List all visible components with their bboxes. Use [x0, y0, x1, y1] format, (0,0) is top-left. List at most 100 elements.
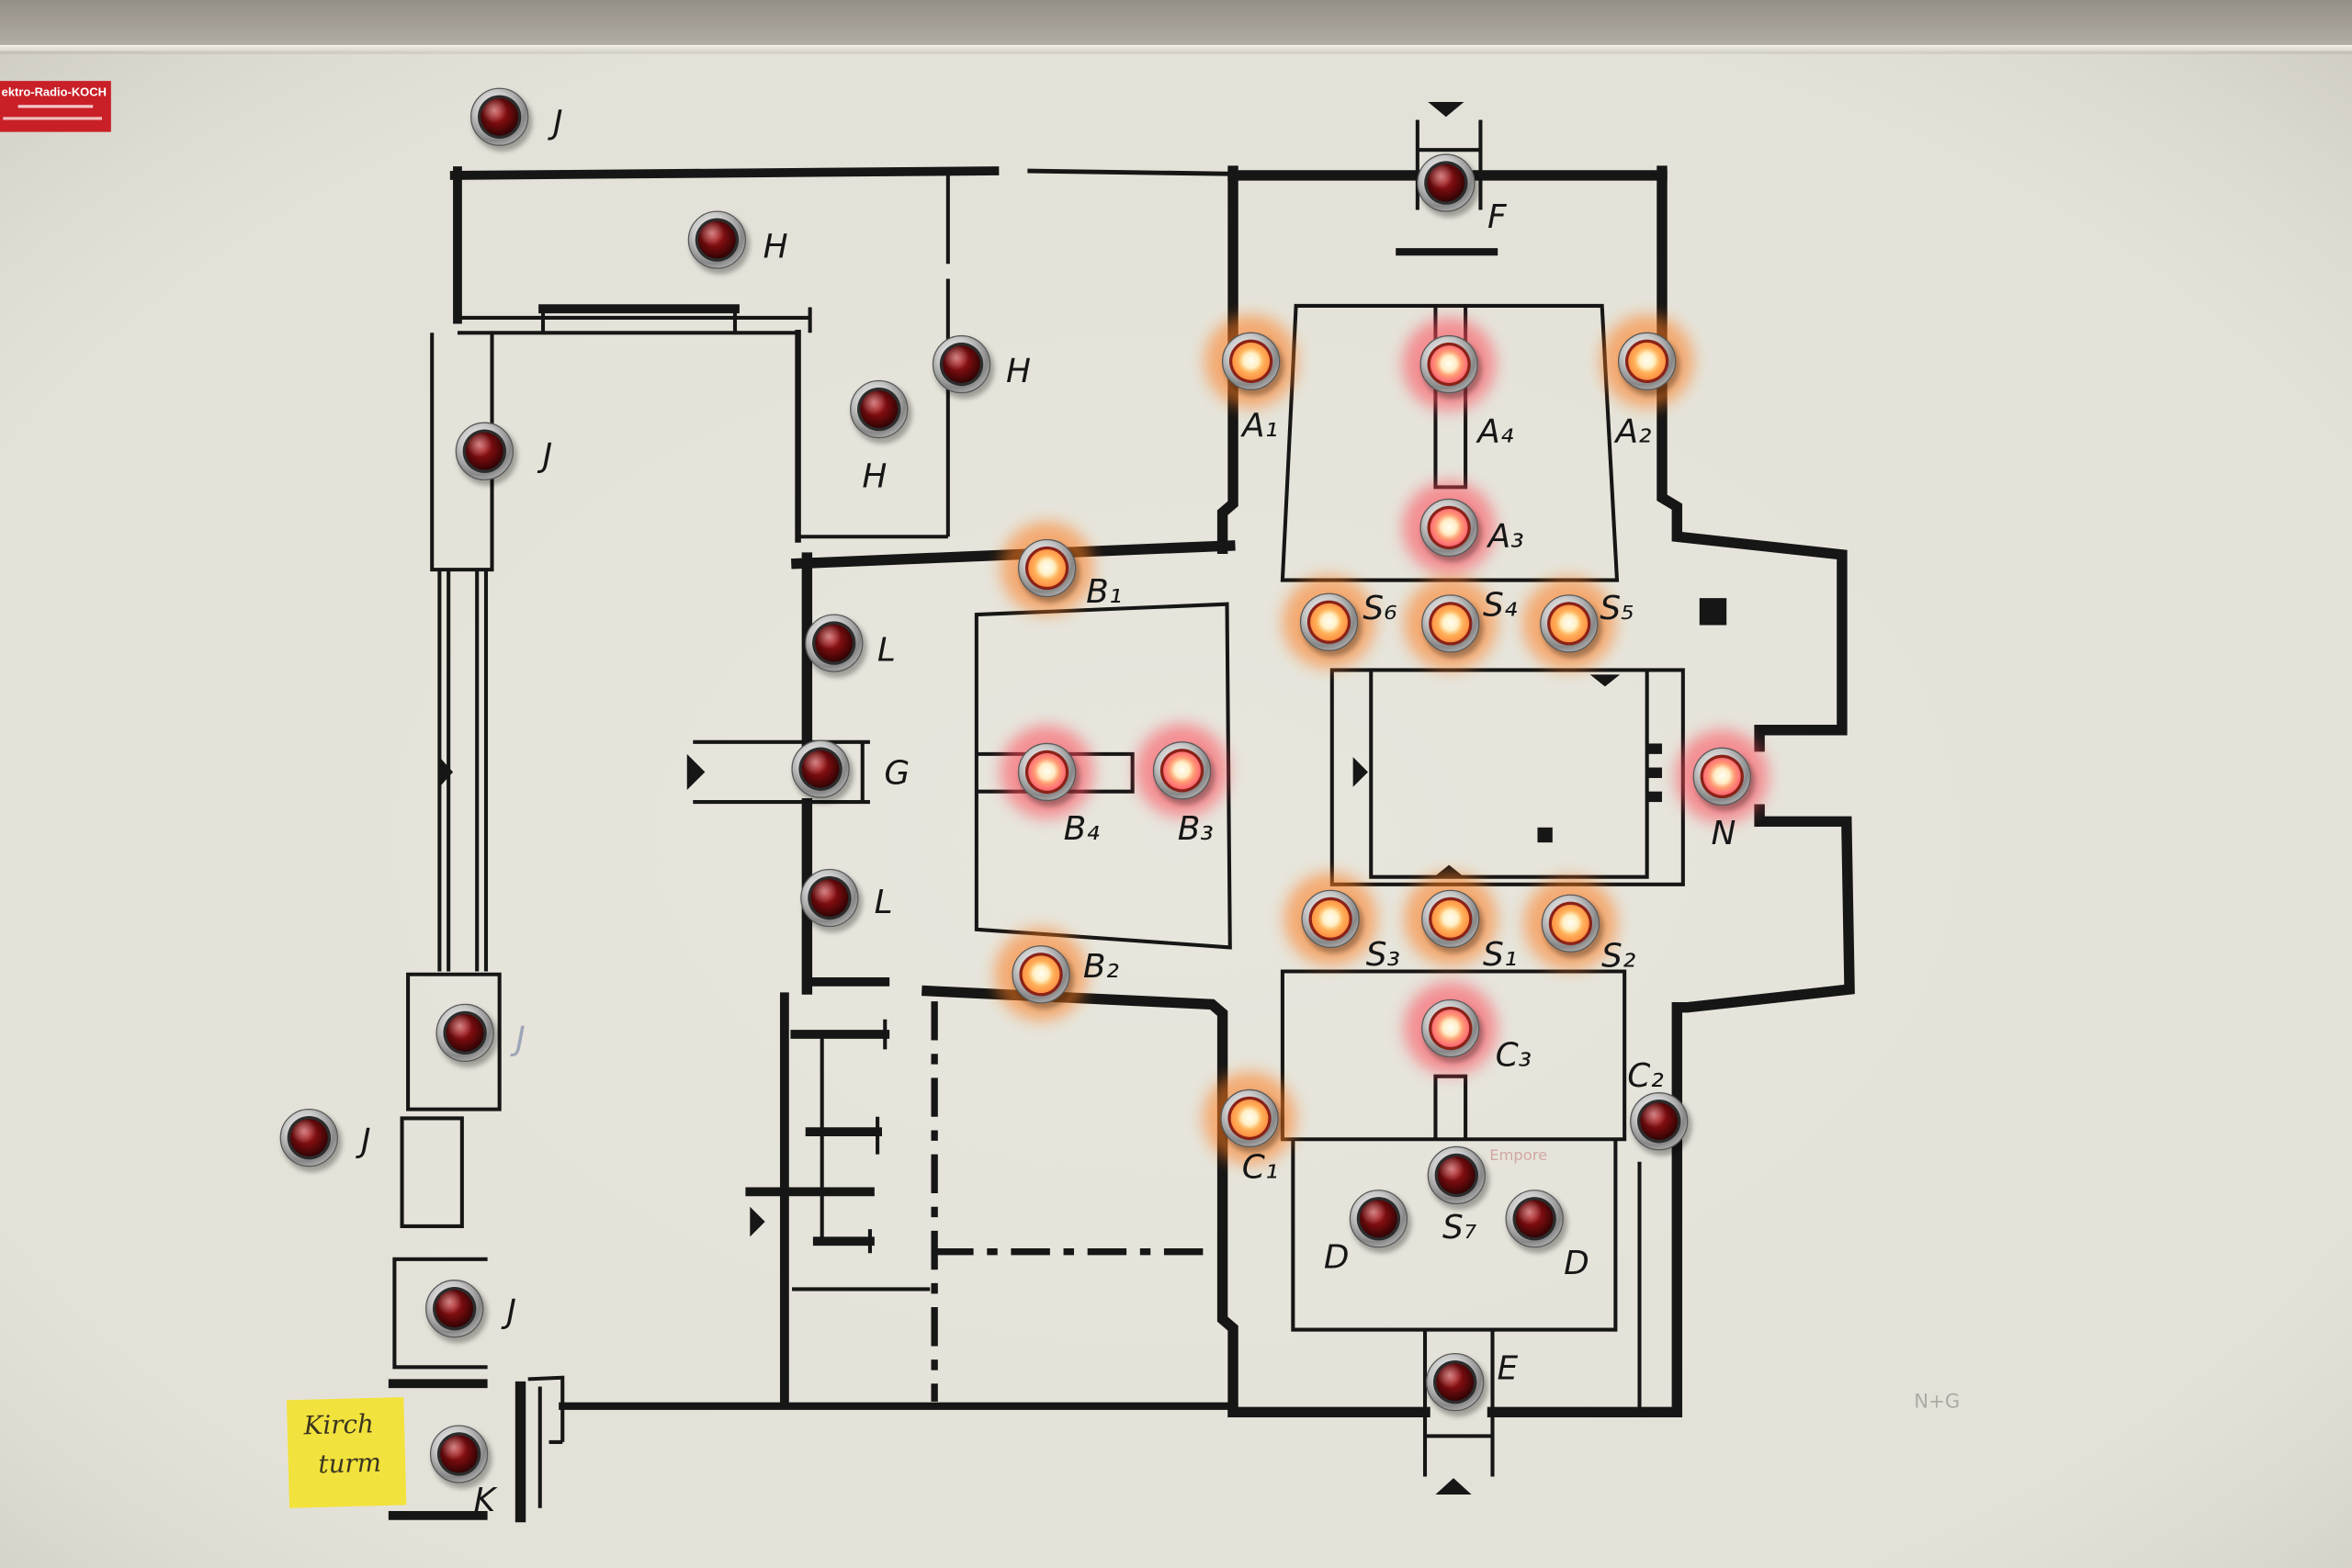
lamp-shine [1427, 164, 1465, 202]
room-c-partition [1433, 1074, 1468, 1140]
lamp-d-2 [1505, 1190, 1568, 1254]
lamp-shine [1230, 1100, 1269, 1137]
lamp-shine [1232, 342, 1271, 380]
lamp-shine [1360, 1200, 1397, 1238]
wall-shading [0, 0, 2352, 49]
lamp-shine [698, 220, 736, 259]
square-marker-east [1699, 598, 1727, 626]
lamp-c1 [1203, 1071, 1296, 1166]
triangle-stair-icon [750, 1206, 765, 1237]
lamp-shine [1022, 955, 1060, 994]
lamp-shine [435, 1290, 474, 1328]
lamp-d-1 [1349, 1190, 1412, 1254]
room-j-lower [406, 972, 502, 1111]
lamp-n [1675, 729, 1769, 823]
lamp-shine [801, 750, 840, 788]
triangle-g-icon [686, 753, 706, 791]
lamp-s6 [1282, 575, 1376, 669]
label-s5: S₅ [1600, 590, 1634, 627]
lamp-j-5 [425, 1280, 488, 1344]
room-b [974, 602, 1232, 950]
lamp-a1 [1204, 314, 1298, 408]
square-marker-middle [1537, 827, 1553, 843]
lamp-shine [1310, 603, 1348, 641]
lamp-shine [446, 1014, 484, 1052]
label-s4: S₄ [1483, 587, 1518, 625]
lamp-k [429, 1425, 492, 1489]
label-b3: B₃ [1178, 810, 1214, 848]
label-n: N [1711, 815, 1736, 852]
sticker-fine-print [17, 105, 94, 108]
label-b4: B₄ [1064, 810, 1101, 848]
pencil-note-gallery: Empore [1489, 1146, 1547, 1164]
label-c1: C₁ [1242, 1149, 1278, 1187]
lamp-a3 [1402, 480, 1496, 575]
label-a4: A₄ [1476, 412, 1514, 450]
lamp-c3 [1404, 981, 1498, 1076]
lamp-shine [1430, 509, 1468, 547]
lamp-shine [815, 624, 854, 662]
pencil-note-corner: N+G [1914, 1390, 1960, 1413]
label-s7: S₇ [1442, 1209, 1477, 1247]
lamp-shine [1515, 1200, 1554, 1238]
label-h-2: H [1006, 353, 1031, 390]
wall-lower-middle [922, 985, 1238, 1417]
triangle-hallway-icon [439, 757, 454, 787]
room-d [1291, 1139, 1618, 1332]
sticky-note: Kirch turm [286, 1396, 407, 1508]
stair-treads [745, 1030, 890, 1247]
label-e: E [1497, 1349, 1518, 1387]
lamp-j-4 [279, 1108, 343, 1173]
lamp-shine [1431, 604, 1470, 643]
wall-north-left [449, 166, 1000, 180]
sticky-note-line-2: turm [318, 1448, 381, 1480]
lamp-shine [1430, 345, 1468, 383]
label-h-3: H [862, 457, 887, 495]
sticky-note-paper [286, 1396, 407, 1508]
label-s6: S₆ [1363, 590, 1396, 627]
tower-stairs [527, 1375, 565, 1508]
lamp-layer [279, 87, 1769, 1489]
lamp-shine [1028, 549, 1066, 587]
label-a3: A₃ [1487, 518, 1524, 556]
line-upper-corridor [457, 307, 812, 335]
outer-walls [388, 165, 1855, 1523]
lamp-s7 [1427, 1145, 1490, 1210]
lamp-shine [1702, 757, 1741, 795]
lamp-g [791, 739, 854, 804]
lamp-shine [289, 1119, 328, 1157]
lamp-shine [1437, 1156, 1476, 1194]
sticky-note-line-1: Kirch [302, 1408, 374, 1440]
floor-plan [388, 101, 1855, 1523]
label-f: F [1487, 198, 1508, 236]
label-d-2: D [1564, 1245, 1589, 1282]
bar-marker [1646, 767, 1662, 778]
lamp-shine [1311, 899, 1350, 938]
bar-marker [1646, 743, 1662, 754]
label-g: G [884, 755, 910, 793]
lamp-shine [1628, 342, 1667, 380]
lamp-shine [1028, 753, 1066, 791]
room-a [1280, 303, 1620, 582]
lamp-shine [440, 1435, 478, 1473]
label-s3: S₃ [1366, 936, 1400, 974]
bar-marker [1646, 791, 1662, 803]
room-j-bottom [392, 1257, 488, 1370]
lamp-h-1 [687, 210, 751, 275]
lamp-l-2 [800, 868, 863, 933]
lamp-a2 [1600, 314, 1694, 408]
lamp-j-1 [469, 87, 533, 152]
label-c2: C₂ [1627, 1057, 1663, 1095]
lamp-j-3 [435, 1003, 499, 1067]
lamp-s5 [1522, 577, 1616, 671]
entrance-f [1415, 119, 1483, 210]
lamp-shine [1431, 899, 1470, 938]
lamp-b3 [1135, 724, 1229, 818]
lamp-l-1 [805, 614, 867, 678]
label-d-1: D [1324, 1239, 1350, 1277]
label-l-1: L [877, 632, 896, 670]
triangle-middle-top-icon [1589, 674, 1621, 687]
markers [439, 101, 1727, 1495]
